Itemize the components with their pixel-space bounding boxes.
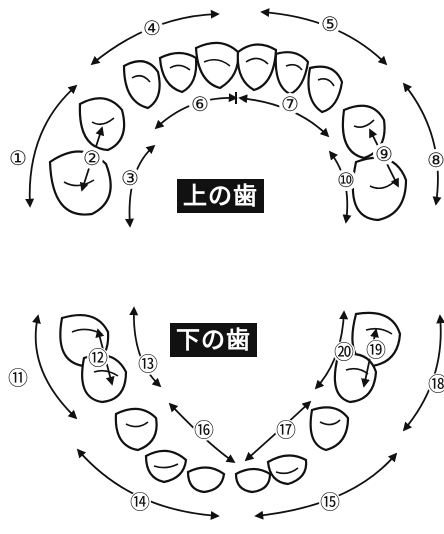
lower-teeth-label: 下の歯: [170, 323, 257, 357]
step-number-bg: [333, 341, 355, 363]
step-number-bg: [365, 339, 387, 361]
lower-lateral-right: [234, 467, 272, 494]
step-number-13: ⑬: [138, 352, 158, 376]
step-number-bg: [87, 347, 109, 369]
step-number-14: ⑭: [130, 490, 150, 514]
step-number-bg: [137, 353, 159, 375]
lower-lateral-left: [186, 466, 226, 494]
step-number-bg: [275, 419, 297, 441]
lower-premolar2-left: [114, 407, 158, 452]
upper-incisor-left: [194, 41, 240, 90]
step-number-bg: [193, 419, 215, 441]
step-number-bg: [319, 13, 341, 35]
step-number-bg: [189, 93, 211, 115]
step-number-bg: [129, 491, 151, 513]
arrow-1: [25, 84, 78, 208]
step-number-17: ⑰: [276, 418, 296, 442]
arrow-11: [32, 314, 78, 420]
step-number-bg: [141, 17, 163, 39]
step-number-6: ⑥: [191, 92, 209, 116]
arrow-15: [254, 452, 398, 520]
step-number-9: ⑨: [375, 142, 393, 166]
lower-canine-right: [266, 454, 308, 486]
step-number-3: ③: [121, 166, 139, 190]
step-number-bg: [427, 373, 444, 395]
step-number-16: ⑯: [194, 418, 214, 442]
upper-lateral-right: [274, 51, 310, 96]
step-number-7: ⑦: [281, 92, 299, 116]
step-number-bg: [335, 169, 357, 191]
step-number-bg: [319, 491, 341, 513]
step-number-11: ⑪: [8, 366, 28, 390]
step-number-bg: [7, 147, 29, 169]
step-number-4: ④: [143, 16, 161, 40]
step-number-bg: [425, 149, 444, 171]
step-number-20: ⑳: [334, 340, 354, 364]
step-number-bg: [7, 367, 29, 389]
step-number-bg: [81, 147, 103, 169]
arrow-8: [402, 82, 442, 206]
step-number-5: ⑤: [321, 12, 339, 36]
step-number-bg: [373, 143, 395, 165]
upper-lateral-left: [158, 51, 198, 94]
upper-canine-left: [122, 60, 161, 110]
step-number-8: ⑧: [427, 148, 444, 172]
step-number-1: ①: [9, 146, 27, 170]
step-number-bg: [119, 167, 141, 189]
upper-incisor-right: [236, 43, 278, 92]
arrows: [25, 8, 444, 520]
upper-canine-right: [307, 65, 344, 114]
lower-premolar2-right: [309, 406, 350, 452]
lower-canine-left: [144, 449, 188, 484]
step-number-bg: [279, 93, 301, 115]
step-number-2: ②: [83, 146, 101, 170]
upper-teeth-label: 上の歯: [177, 179, 264, 213]
step-number-10: ⑩: [337, 168, 355, 192]
step-number-19: ⑲: [366, 338, 386, 362]
step-number-15: ⑮: [320, 490, 340, 514]
step-number-12: ⑫: [88, 346, 108, 370]
arrow-13: [129, 306, 162, 388]
step-number-18: ⑱: [428, 372, 444, 396]
